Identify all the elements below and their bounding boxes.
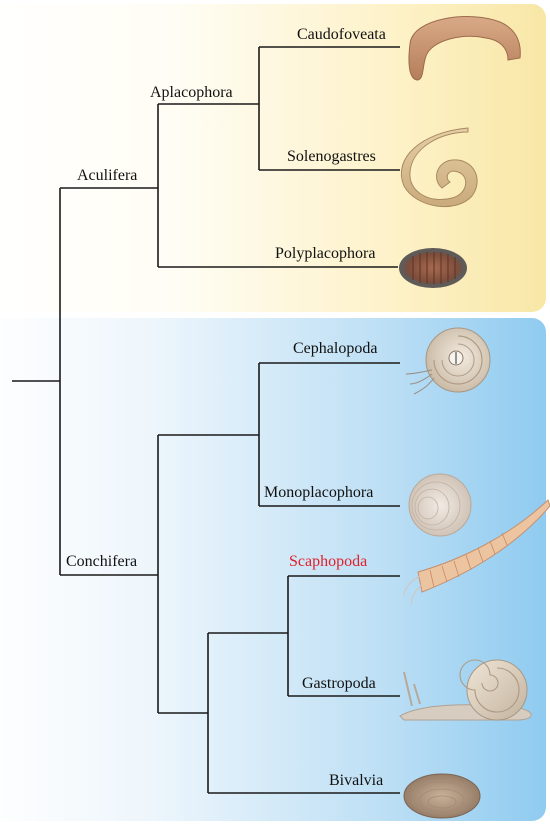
label-aplacophora: Aplacophora [150,84,233,102]
label-polyplacophora: Polyplacophora [275,245,375,263]
label-cephalopoda: Cephalopoda [293,340,377,358]
solenogastres-worm-icon [401,128,477,207]
nautilus-icon [406,328,490,394]
snail-icon [400,660,531,720]
label-scaphopoda: Scaphopoda [289,553,367,571]
label-caudofoveata: Caudofoveata [297,26,386,44]
monoplacophoran-shell-icon [409,474,471,536]
label-monoplacophora: Monoplacophora [264,484,373,502]
label-gastropoda: Gastropoda [302,675,376,693]
label-bivalvia: Bivalvia [329,772,383,790]
label-solenogastres: Solenogastres [287,148,376,166]
chiton-icon [399,248,467,288]
clam-icon [404,774,480,818]
caudofoveata-worm-icon [409,17,520,80]
label-aculifera: Aculifera [77,167,137,185]
label-conchifera: Conchifera [66,553,137,571]
